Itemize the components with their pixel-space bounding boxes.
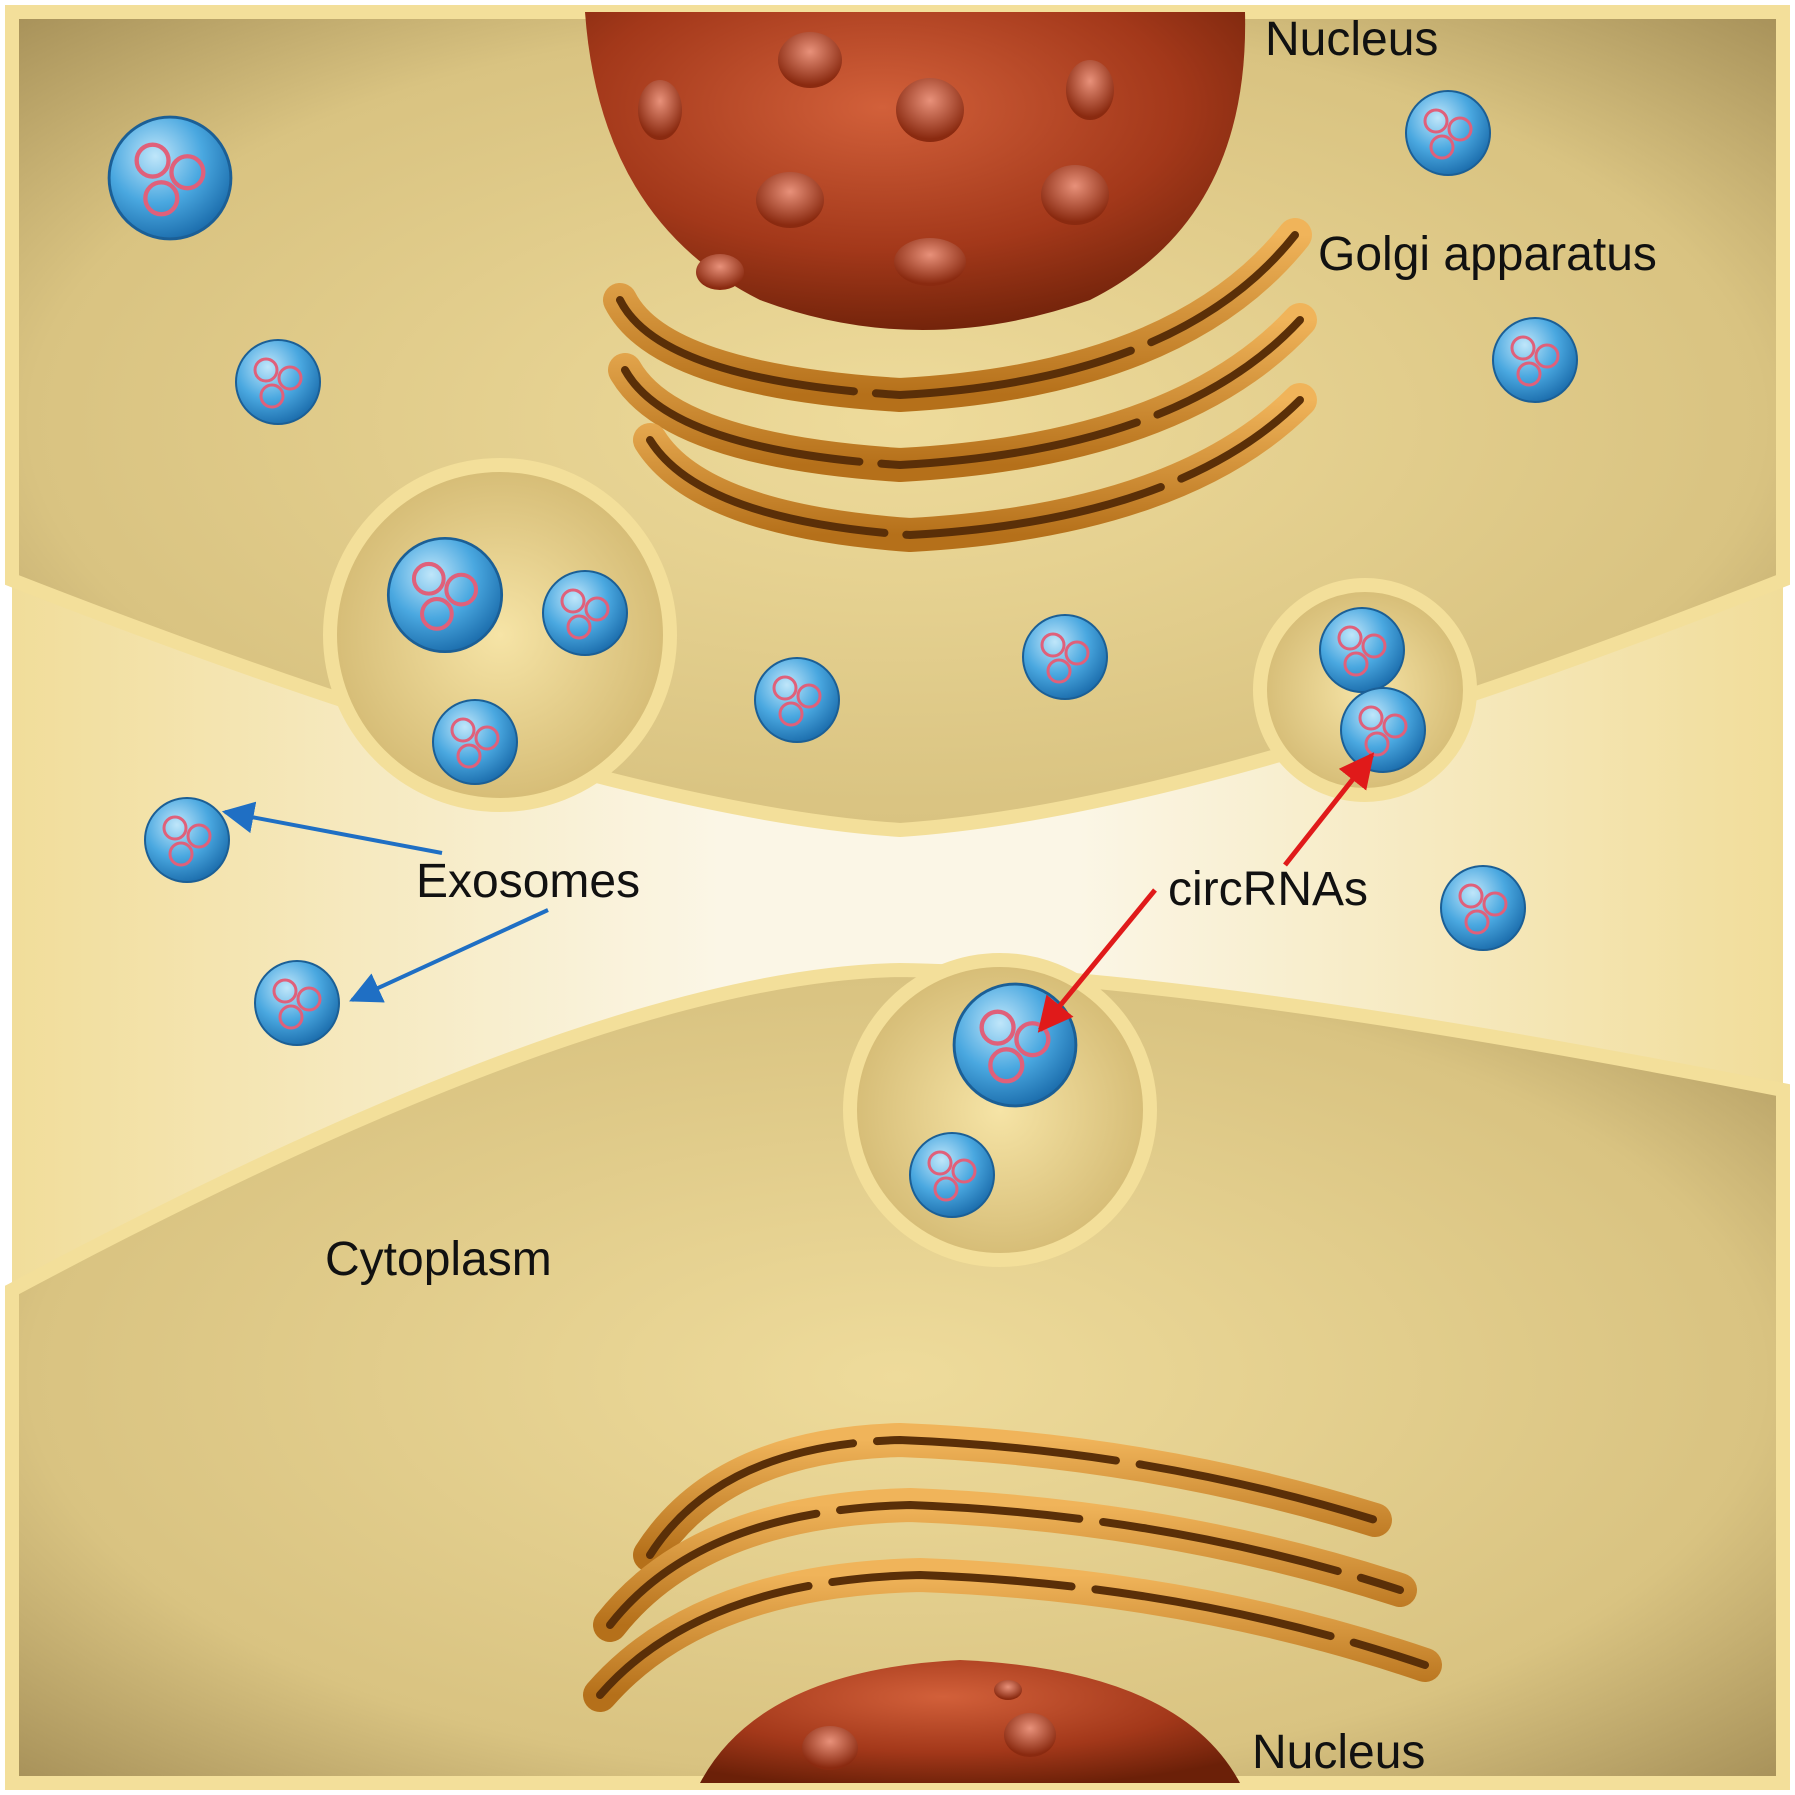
exosome xyxy=(431,698,519,786)
exosomes-label: Exosomes xyxy=(416,855,640,908)
exosome xyxy=(253,959,341,1047)
exosome xyxy=(1021,613,1109,701)
upper-nucleus xyxy=(585,12,1246,330)
exosome xyxy=(1491,316,1579,404)
exosome xyxy=(753,656,841,744)
exosomes-arrow-upper xyxy=(221,801,443,855)
nucleus-label-bottom: Nucleus xyxy=(1252,1726,1425,1779)
exosome xyxy=(1404,89,1492,177)
exosome xyxy=(908,1131,996,1219)
exosome xyxy=(954,984,1076,1106)
exosome xyxy=(109,117,231,239)
golgi-apparatus-label: Golgi apparatus xyxy=(1318,228,1657,281)
upper-golgi-apparatus xyxy=(603,218,1317,553)
circrnas-label: circRNAs xyxy=(1168,863,1368,916)
exosome xyxy=(541,569,629,657)
exosome xyxy=(1439,864,1527,952)
exosome xyxy=(234,338,322,426)
lower-golgi-apparatus xyxy=(583,1422,1442,1712)
lower-nucleus xyxy=(700,1660,1240,1783)
circrnas-arrow-lower xyxy=(1037,888,1157,1033)
exosome xyxy=(143,796,231,884)
exosomes-arrow-lower xyxy=(349,908,549,1003)
circrnas-arrow-upper xyxy=(1283,752,1375,867)
cytoplasm-label: Cytoplasm xyxy=(325,1233,552,1286)
exosome xyxy=(388,538,501,651)
exosome xyxy=(1339,686,1427,774)
exosome xyxy=(1318,606,1406,694)
nucleus-label-top: Nucleus xyxy=(1265,13,1438,66)
